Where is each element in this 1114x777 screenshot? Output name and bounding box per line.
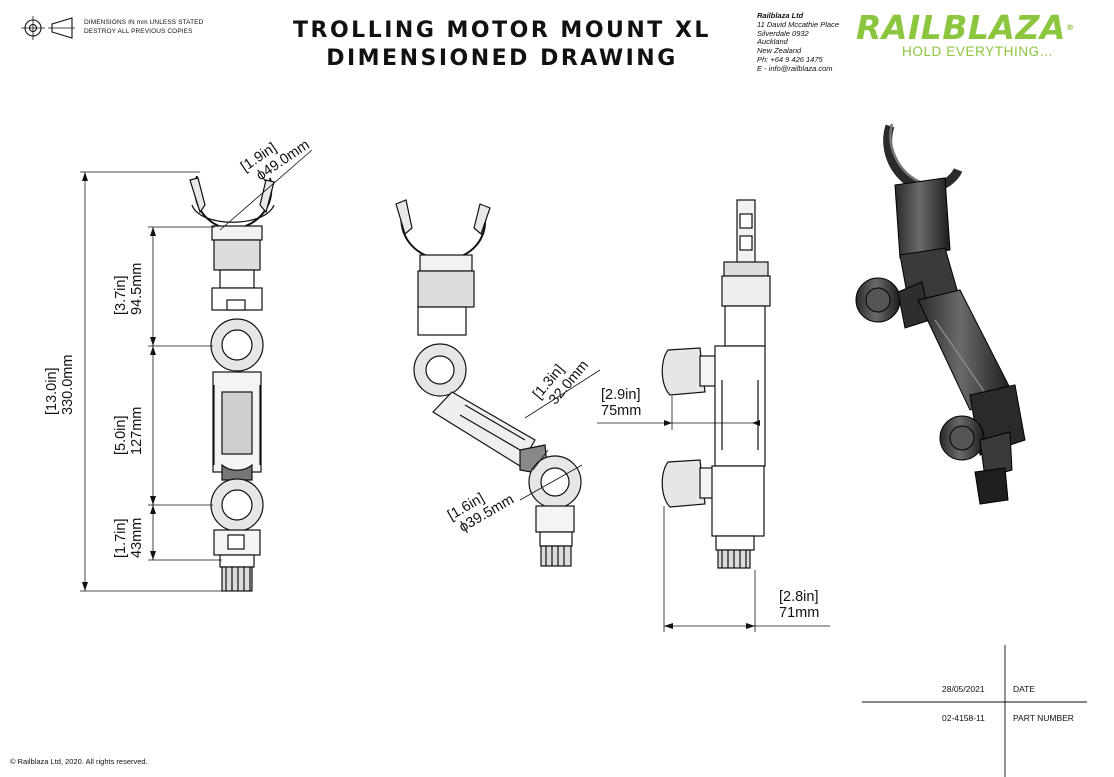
isometric-render (855, 123, 1026, 505)
company-address: Railblaza Ltd 11 David Mccathie Place Si… (757, 11, 839, 74)
upper-in-label: [3.7in] (113, 275, 129, 316)
registered-mark: ® (1065, 23, 1075, 32)
part-number-value: 02-4158-11 (942, 713, 985, 723)
date-value: 28/05/2021 (942, 684, 985, 694)
units-note: DIMENSIONS IN mm UNLESS STATED (84, 19, 204, 26)
total-in-label: [13.0in] (44, 367, 60, 415)
logo-text: RAILBLAZA (856, 8, 1066, 47)
upper-mm-label: 94.5mm (129, 262, 145, 315)
angled-view (395, 199, 582, 567)
address-line-3: Auckland (757, 37, 788, 47)
middle-in-label: [5.0in] (113, 415, 129, 456)
front-view-dimension-lines (80, 149, 313, 592)
side-view (661, 199, 771, 569)
company-name: Railblaza Ltd (757, 11, 804, 20)
base-mm-label: 71mm (779, 605, 820, 621)
title-line-1: TROLLING MOTOR MOUNT XL (293, 18, 711, 43)
base-in-label: [2.8in] (779, 589, 819, 605)
side-view-arrowheads (664, 420, 760, 629)
middle-mm-label: 127mm (129, 406, 145, 455)
lower-dimension: [1.7in] 43mm (113, 518, 145, 558)
offset-dimension: [2.9in] 75mm (601, 387, 641, 419)
total-height-dimension: [13.0in] 330.0mm (44, 355, 76, 415)
lower-in-label: [1.7in] (113, 518, 129, 559)
total-mm-label: 330.0mm (60, 354, 76, 415)
title-line-2: DIMENSIONED DRAWING (326, 46, 678, 71)
address-line-2: Silverdale 0932 (757, 28, 809, 38)
company-phone: Ph: +64 9 426 1475 (757, 54, 823, 64)
company-email: E - info@railblaza.com (757, 63, 833, 73)
address-line-1: 11 David Mccathie Place (757, 19, 839, 29)
angled-view-dimension-lines (519, 369, 601, 501)
part-number-label: PART NUMBER (1013, 713, 1074, 723)
title-block-lines (862, 645, 1087, 777)
projection-note: DIMENSIONS IN mm UNLESS STATED DESTROY A… (84, 18, 203, 36)
base-dimension: [2.8in] 71mm (779, 589, 819, 621)
offset-mm-label: 75mm (601, 403, 642, 419)
railblaza-logo: RAILBLAZA® HOLD EVERYTHING... (856, 8, 1075, 60)
front-view-arrowheads (82, 172, 156, 591)
address-line-4: New Zealand (757, 46, 802, 56)
offset-in-label: [2.9in] (601, 387, 641, 403)
logo-tagline: HOLD EVERYTHING... (902, 44, 1053, 59)
lower-mm-label: 43mm (129, 517, 145, 558)
copyright-notice: © Railblaza Ltd, 2020. All rights reserv… (10, 757, 148, 766)
drawing-title: TROLLING MOTOR MOUNT XL DIMENSIONED DRAW… (272, 17, 732, 73)
projection-symbol-icon (21, 16, 75, 40)
date-label: DATE (1013, 684, 1036, 694)
front-view (189, 175, 275, 592)
copies-note: DESTROY ALL PREVIOUS COPIES (84, 28, 193, 35)
upper-dimension: [3.7in] 94.5mm (113, 263, 145, 315)
middle-dimension: [5.0in] 127mm (113, 407, 145, 455)
